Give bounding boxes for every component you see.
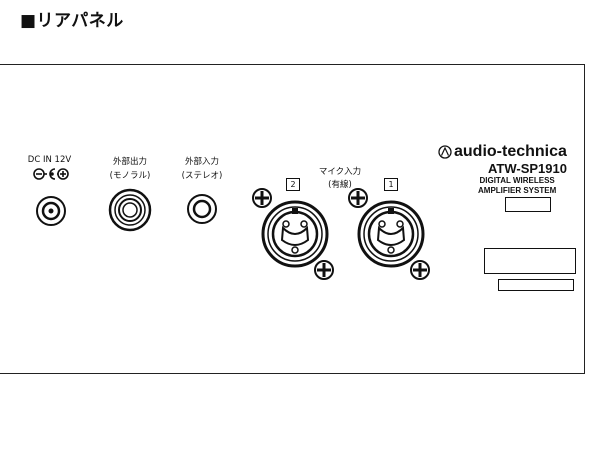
polarity-icon [33,168,69,180]
vent-slot-bottom [498,279,574,291]
section-heading: ■リアパネル [20,11,124,31]
product-description: DIGITAL WIRELESS AMPLIFIER SYSTEM [478,176,556,196]
xlr-combo-jack-icon[interactable] [346,188,432,280]
dc-jack-icon[interactable] [35,195,67,227]
phone-jack-icon[interactable] [108,188,152,232]
brand-name: audio-technica [454,143,567,160]
brand-logo: audio-technica [438,143,567,161]
screw-icon [252,188,272,208]
ext-in-label: 外部入力 [184,157,219,167]
model-number: ATW-SP1910 [488,161,567,176]
mic-in-sub-label: (有線) [328,180,352,190]
stereo-jack-icon[interactable] [186,193,218,225]
screw-icon [314,260,334,280]
rear-panel [0,64,585,374]
mic1-number: 1 [384,178,398,191]
ext-out-sub-label: (モノラル) [109,171,151,181]
audio-technica-logo-icon [438,145,452,159]
mic2-number: 2 [286,178,300,191]
description-line-2: AMPLIFIER SYSTEM [478,186,557,195]
ext-in-sub-label: (ステレオ) [181,171,223,181]
ext-out-label: 外部出力 [112,157,147,167]
description-line-1: DIGITAL WIRELESS [479,176,555,185]
vent-slot-top [484,248,576,274]
dc-in-label: DC IN 12V [27,155,72,165]
mic-in-label: マイク入力 [318,167,362,177]
screw-icon [348,188,368,208]
xlr-combo-jack-icon[interactable] [250,188,336,280]
label-plate [505,197,551,212]
screw-icon [410,260,430,280]
